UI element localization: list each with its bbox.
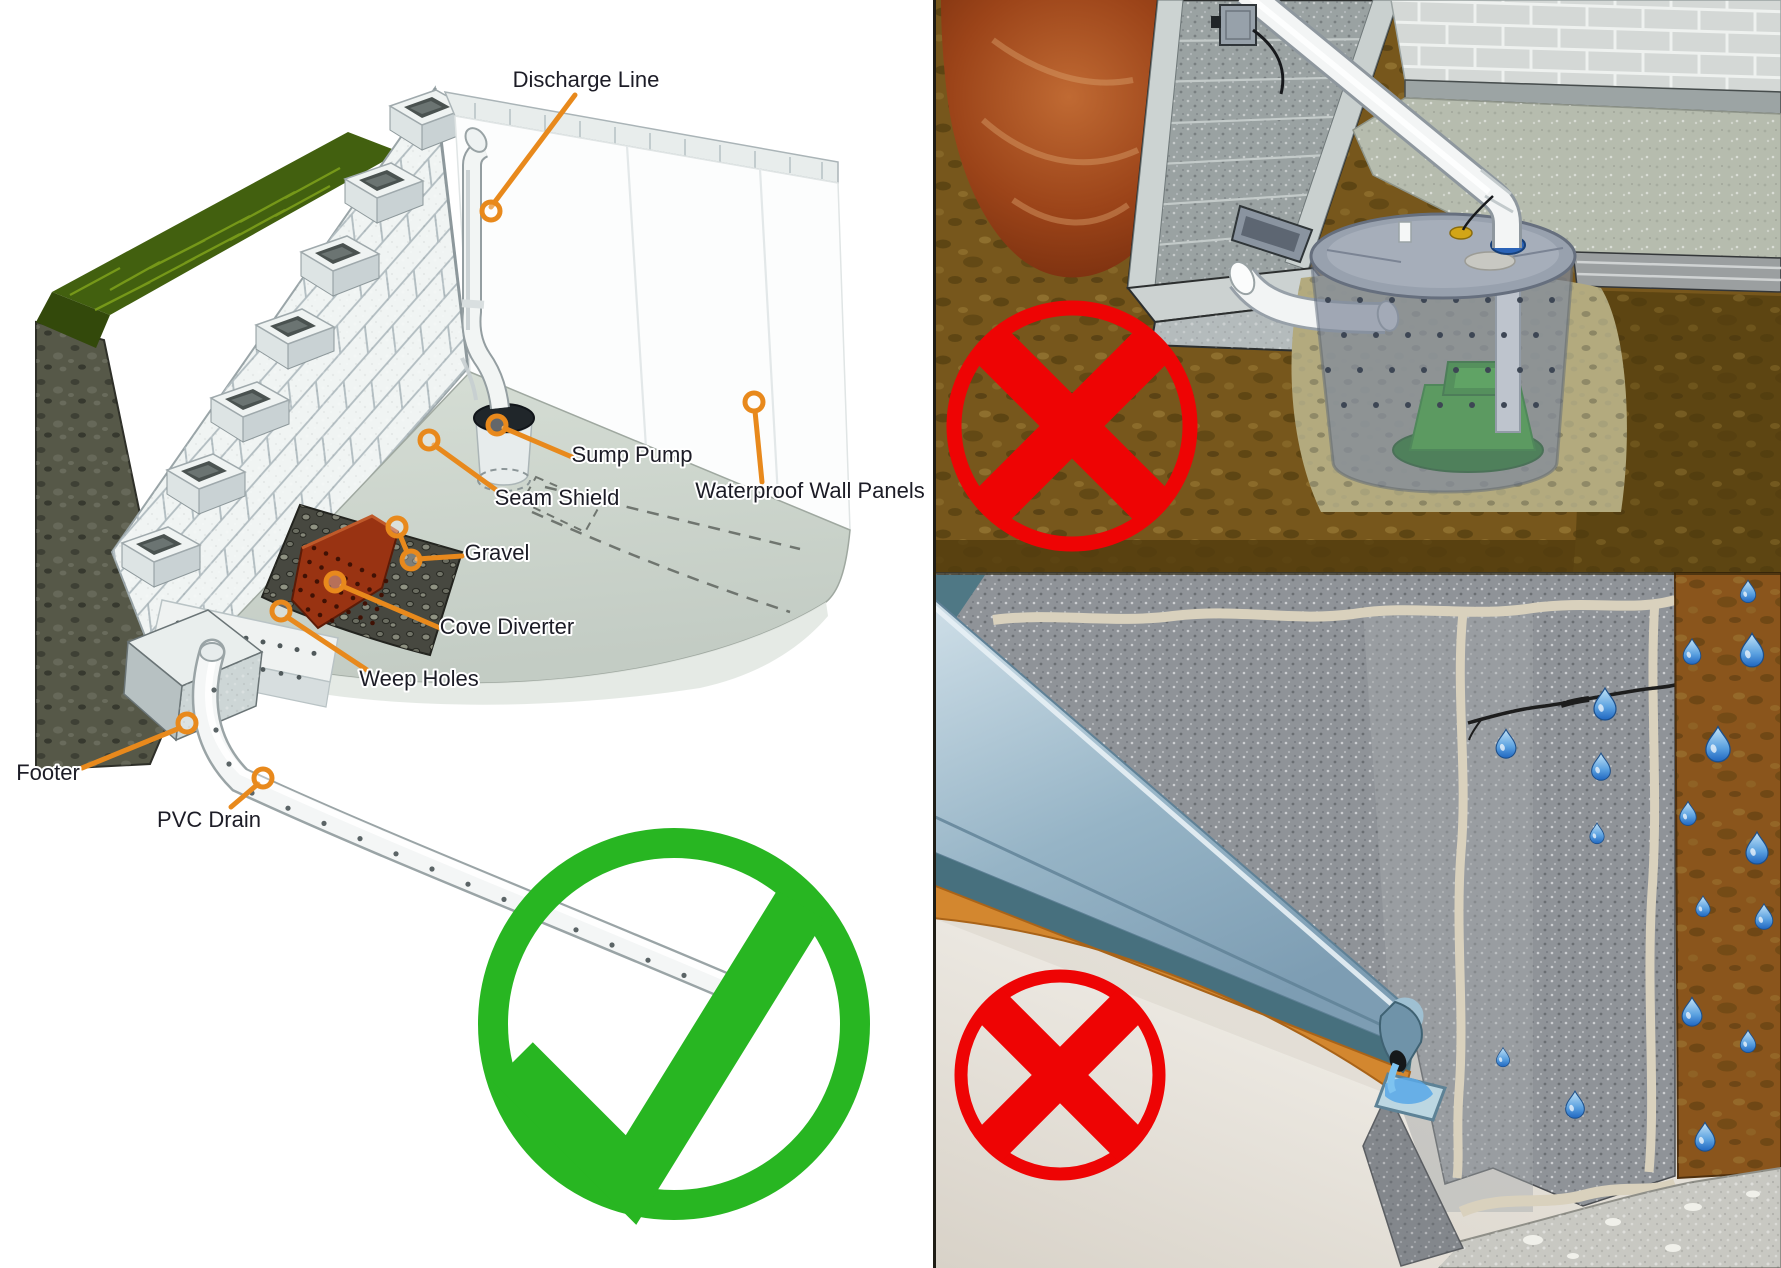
mortar-joint-horizontal (992, 595, 1677, 625)
footing-strip (1436, 1166, 1781, 1268)
hidden-drain-dashed-lines (531, 485, 801, 614)
leader-line (752, 408, 765, 485)
leader-line (284, 614, 370, 673)
diagram-label: Gravel (465, 540, 530, 565)
interior-back-wall (443, 91, 851, 532)
leader-line (79, 725, 183, 771)
red-x-icon (946, 300, 1198, 552)
panel-divider (933, 572, 936, 1268)
leader-line (228, 781, 261, 810)
slab-edge (1572, 251, 1781, 293)
float-switch-cap (1449, 226, 1473, 240)
cinder-block-wall-face (110, 85, 470, 707)
leader-line (397, 532, 410, 555)
leader-line (501, 425, 575, 460)
diagram-label: Footer (16, 760, 80, 785)
discharge-pipe (1236, 0, 1522, 248)
leader-dot (479, 199, 503, 223)
discharge-line-pipe (460, 127, 510, 410)
diagram-label: Weep Holes (359, 666, 478, 691)
diagram-label: PVC Drain (157, 807, 261, 832)
baseboard-gutter-panel (933, 572, 1781, 1268)
leader-dot (323, 570, 347, 594)
sump-pump-in-open-pit-panel (933, 0, 1781, 572)
leader-line (414, 553, 465, 562)
slab-front-skirt (207, 602, 828, 705)
adhesive-bead (933, 883, 1412, 1100)
leader-dot (251, 766, 275, 790)
leader-dot (742, 390, 766, 414)
pvc-drain-pipe (191, 638, 754, 1006)
mortar-joint-vertical-b (1644, 599, 1660, 1173)
sump-basin (1309, 212, 1577, 494)
panel-divider-top (933, 572, 1781, 575)
interior-floor (933, 918, 1453, 1268)
grass-strip (36, 132, 400, 348)
diagram-label: Cove Diverter (440, 614, 574, 639)
exterior-soil-column (1673, 572, 1781, 1180)
diagram-label: Sump Pump (571, 442, 692, 467)
leader-line (431, 442, 502, 495)
leader-dot (417, 428, 441, 452)
gutter-shadow-band (933, 852, 1413, 1072)
diagram-label: Discharge Line (513, 67, 660, 92)
mortar-joint-base (1458, 1178, 1677, 1218)
red-x-icon (954, 969, 1166, 1181)
green-check-icon (478, 828, 870, 1225)
leader-line (339, 583, 443, 631)
leader-dot (385, 515, 409, 539)
back-brick-wall-and-floor (1352, 0, 1781, 572)
baseboard (1404, 79, 1781, 115)
trough-water (1385, 1077, 1433, 1104)
diagram-label: Seam Shield (495, 485, 620, 510)
leader-dot (399, 548, 423, 572)
leader-dot (485, 413, 509, 437)
mortar-joint-vertical-a (1452, 611, 1468, 1179)
panel-divider (933, 0, 936, 572)
diagram-label: Waterproof Wall Panels (695, 478, 924, 503)
baseboard-gutter (933, 575, 1447, 1122)
leader-dot (175, 711, 199, 735)
leader-line (488, 92, 578, 210)
electrical-box-and-wire (1211, 4, 1494, 231)
leader-dot (269, 599, 293, 623)
